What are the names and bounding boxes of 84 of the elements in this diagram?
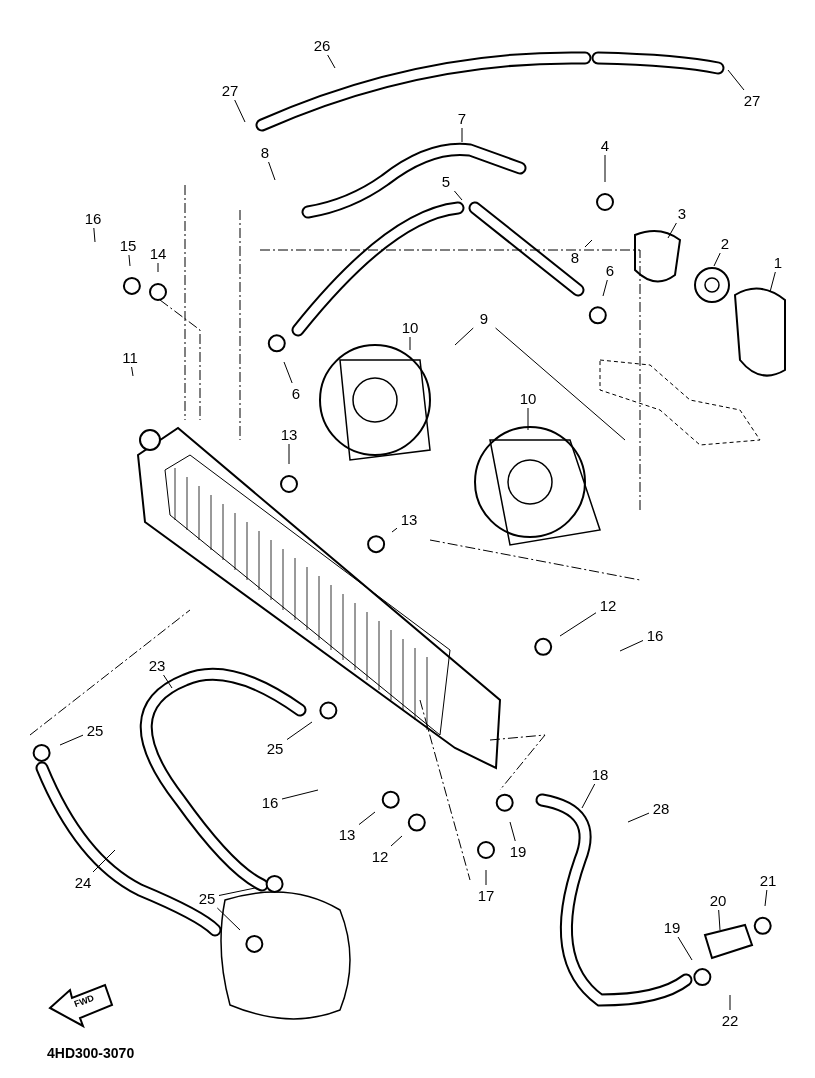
callout-number: 5 [440, 173, 452, 189]
callout-number: 19 [662, 919, 682, 935]
leader-line [163, 674, 173, 689]
callout-number: 19 [508, 843, 528, 859]
callout-number: 4 [599, 137, 611, 153]
callout-number: 25 [197, 890, 217, 906]
leader-line [461, 127, 463, 143]
callout-number: 25 [265, 740, 285, 756]
callout-number: 2 [719, 235, 731, 251]
callout-number: 1 [772, 254, 784, 270]
leader-line [584, 239, 593, 248]
leader-line [527, 407, 529, 431]
leader-line [453, 190, 463, 201]
callout-number: 27 [742, 92, 762, 108]
leader-line [667, 222, 677, 239]
callout-number: 8 [259, 144, 271, 160]
leader-line [769, 271, 776, 293]
leader-line [391, 527, 398, 533]
callout-number: 22 [720, 1012, 740, 1028]
callout-number: 17 [476, 887, 496, 903]
leader-line [234, 99, 246, 123]
leader-line [157, 262, 159, 273]
leader-line [409, 336, 411, 351]
leader-line [92, 849, 116, 873]
callout-number: 13 [279, 426, 299, 442]
callout-number: 6 [290, 385, 302, 401]
callout-number: 26 [312, 37, 332, 53]
leader-line [559, 612, 597, 637]
callout-number: 21 [758, 872, 778, 888]
callout-number: 8 [569, 249, 581, 265]
callout-number: 15 [118, 237, 138, 253]
leader-line [128, 254, 131, 267]
leader-line [677, 936, 693, 961]
callout-number: 27 [220, 82, 240, 98]
leader-line [327, 54, 336, 69]
leader-line [718, 909, 721, 931]
leader-line [485, 869, 487, 886]
leader-line [581, 783, 596, 809]
leader-line [454, 327, 474, 346]
leader-line [288, 443, 290, 465]
part-code: 4HD300-3070 [47, 1046, 135, 1060]
callout-number: 14 [148, 245, 168, 261]
leader-line [390, 835, 403, 847]
leader-line [286, 721, 313, 741]
callout-number: 6 [604, 262, 616, 278]
leader-line [509, 821, 516, 842]
leader-line [218, 887, 256, 896]
leader-line [283, 361, 293, 384]
callout-number: 13 [337, 826, 357, 842]
callout-number: 3 [676, 205, 688, 221]
callout-number: 24 [73, 874, 93, 890]
leader-line [729, 994, 731, 1011]
callout-number: 12 [598, 597, 618, 613]
callout-number: 13 [399, 511, 419, 527]
leader-line [268, 161, 276, 181]
callout-number: 28 [651, 800, 671, 816]
callout-number: 23 [147, 657, 167, 673]
leader-line [627, 812, 650, 823]
direction-label: FWD [73, 993, 96, 1010]
callout-number: 11 [121, 349, 139, 365]
callout-number: 20 [708, 892, 728, 908]
leader-line [495, 327, 626, 441]
leader-line [281, 789, 319, 800]
callout-number: 7 [456, 110, 468, 126]
leader-line [713, 252, 721, 267]
callout-number: 10 [518, 390, 538, 406]
callout-number: 12 [370, 848, 390, 864]
callout-number: 9 [478, 310, 490, 326]
leader-line [216, 907, 241, 931]
callout-number: 16 [260, 794, 280, 810]
leader-line [59, 734, 84, 746]
callout-number: 16 [83, 210, 103, 226]
leader-line [727, 69, 745, 91]
leader-line [131, 366, 134, 377]
leader-line [764, 889, 768, 907]
callout-number: 10 [400, 319, 420, 335]
callout-number: 16 [645, 627, 665, 643]
leader-line [604, 154, 606, 183]
leader-line [358, 811, 376, 826]
callout-number: 25 [85, 722, 105, 738]
callout-number: 18 [590, 766, 610, 782]
leader-line [619, 640, 644, 652]
leader-line [93, 227, 96, 243]
leader-line [602, 279, 608, 297]
